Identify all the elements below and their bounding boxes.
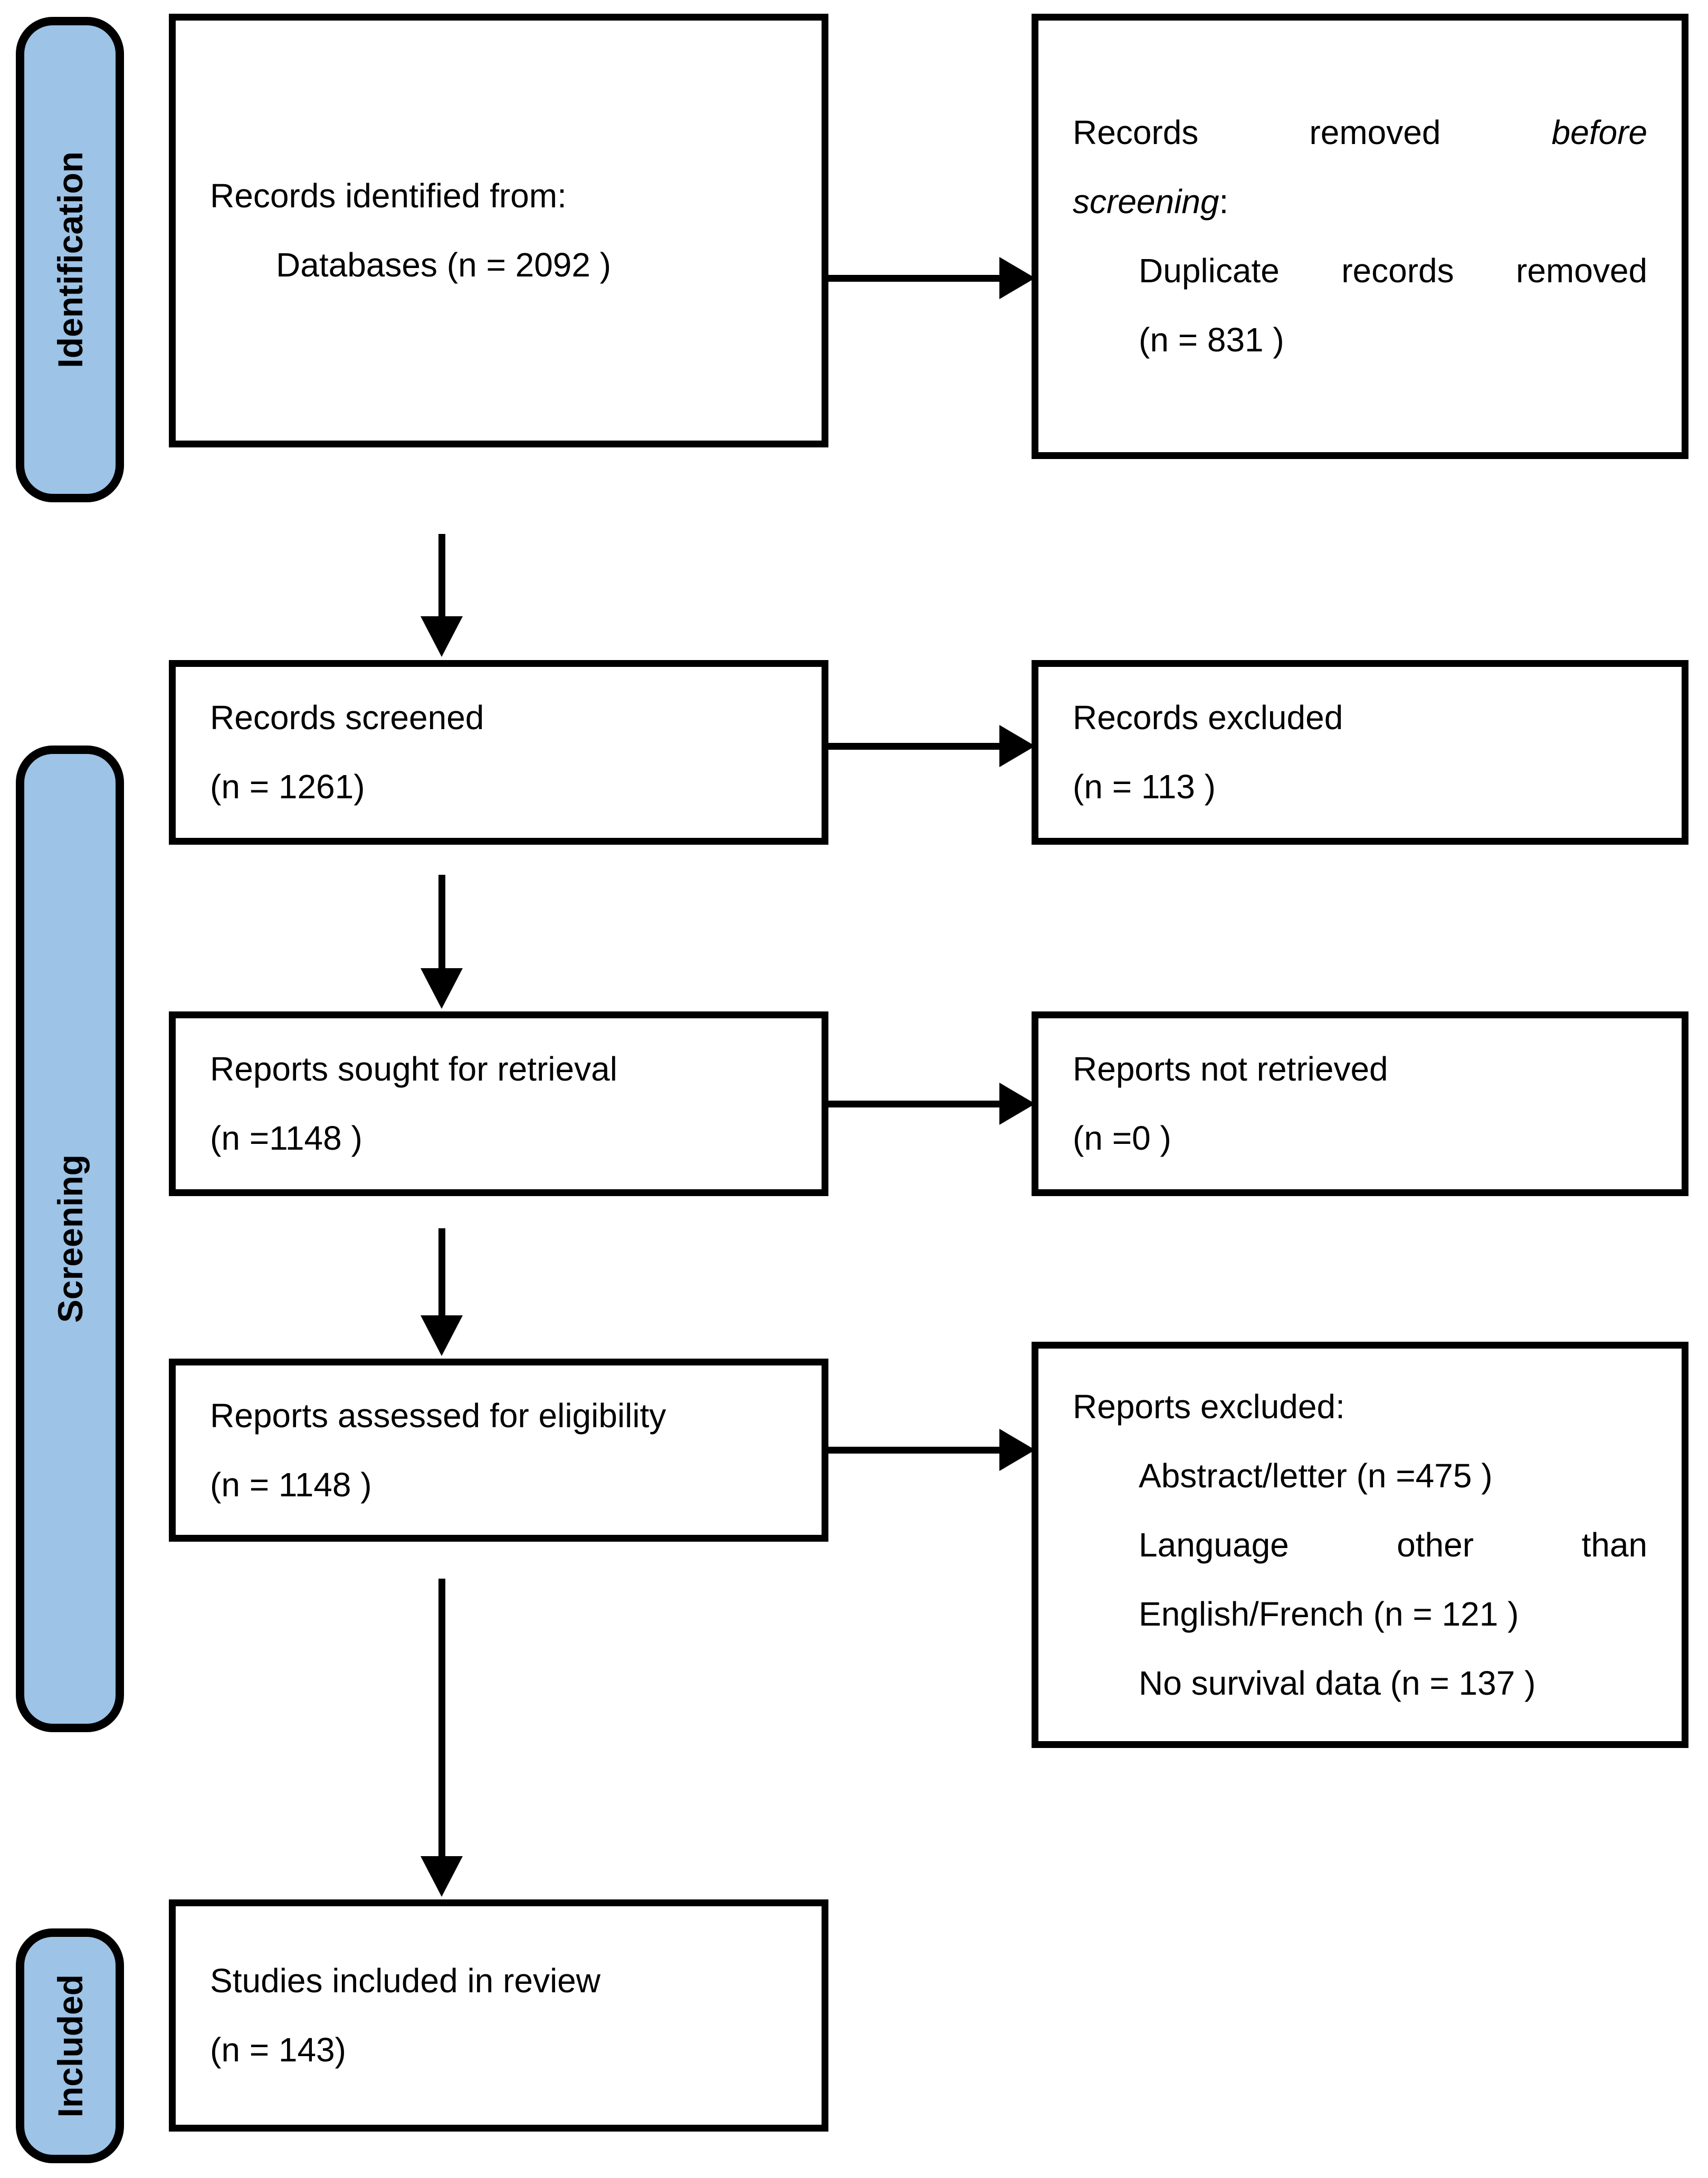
records-removed-count: (n = 831 )	[1139, 321, 1284, 359]
box-reports-assessed: Reports assessed for eligibility (n = 11…	[169, 1359, 828, 1542]
arrow-screened-to-sought	[438, 875, 445, 968]
records-removed-line1-italic: before	[1551, 113, 1647, 151]
arrow-identified-to-removed	[828, 275, 999, 282]
records-identified-title: Records identified from:	[210, 177, 567, 215]
records-identified-detail: Databases (n = 2092 )	[276, 246, 612, 284]
arrowhead-right-icon	[999, 725, 1035, 767]
box-records-identified: Records identified from: Databases (n = …	[169, 14, 828, 447]
reports-excluded-reason-language-line1: Language other than	[1139, 1525, 1647, 1564]
arrowhead-down-icon	[421, 1856, 463, 1897]
records-removed-line2: screening:	[1073, 167, 1647, 236]
reports-excluded-reason-abstract: Abstract/letter (n =475 )	[1139, 1456, 1493, 1495]
arrow-assessed-to-reports-excluded	[828, 1447, 999, 1454]
box-reports-excluded: Reports excluded: Abstract/letter (n =47…	[1032, 1342, 1688, 1748]
arrowhead-down-icon	[421, 1315, 463, 1356]
reports-not-retrieved-count: (n =0 )	[1073, 1119, 1171, 1157]
stage-label-identification: Identification	[16, 17, 124, 502]
box-reports-sought: Reports sought for retrieval (n =1148 )	[169, 1011, 828, 1196]
records-excluded-title: Records excluded	[1073, 699, 1343, 737]
box-records-removed-before-screening: Records removed before screening: Duplic…	[1032, 14, 1688, 459]
records-screened-count: (n = 1261)	[210, 768, 365, 806]
records-screened-title: Records screened	[210, 699, 484, 737]
records-removed-reason: Duplicate records removed	[1139, 252, 1647, 290]
box-records-screened: Records screened (n = 1261)	[169, 660, 828, 845]
stage-label-included-text: Included	[50, 1974, 90, 2118]
reports-sought-count: (n =1148 )	[210, 1119, 362, 1157]
records-removed-line1-regular: Records removed	[1073, 113, 1441, 151]
reports-excluded-reason-no-survival: No survival data (n = 137 )	[1139, 1664, 1536, 1702]
reports-sought-title: Reports sought for retrieval	[210, 1050, 617, 1088]
arrow-screened-to-excluded	[828, 743, 999, 750]
records-removed-line2-colon: :	[1219, 183, 1229, 221]
records-removed-line1: Records removed before	[1073, 98, 1647, 167]
records-excluded-count: (n = 113 )	[1073, 768, 1216, 806]
reports-not-retrieved-title: Reports not retrieved	[1073, 1050, 1388, 1088]
arrowhead-right-icon	[999, 257, 1035, 299]
box-records-excluded: Records excluded (n = 113 )	[1032, 660, 1688, 845]
arrowhead-down-icon	[421, 616, 463, 657]
stage-label-screening: Screening	[16, 746, 124, 1732]
box-reports-not-retrieved: Reports not retrieved (n =0 )	[1032, 1011, 1688, 1196]
arrow-identified-to-screened	[438, 534, 445, 616]
stage-label-included: Included	[16, 1928, 124, 2163]
arrow-assessed-to-included	[438, 1579, 445, 1856]
reports-excluded-reason-language-line2: English/French (n = 121 )	[1139, 1594, 1519, 1633]
box-studies-included: Studies included in review (n = 143)	[169, 1899, 828, 2132]
reports-assessed-count: (n = 1148 )	[210, 1465, 372, 1504]
arrow-sought-to-assessed	[438, 1228, 445, 1315]
arrowhead-down-icon	[421, 968, 463, 1009]
records-removed-line2-italic: screening	[1073, 183, 1219, 221]
reports-assessed-title: Reports assessed for eligibility	[210, 1396, 666, 1435]
studies-included-count: (n = 143)	[210, 2031, 346, 2069]
stage-label-identification-text: Identification	[50, 151, 90, 368]
arrowhead-right-icon	[999, 1429, 1035, 1471]
reports-excluded-title: Reports excluded:	[1073, 1387, 1345, 1426]
stage-label-screening-text: Screening	[50, 1154, 90, 1323]
arrowhead-right-icon	[999, 1083, 1035, 1125]
studies-included-title: Studies included in review	[210, 1962, 600, 2000]
arrow-sought-to-not-retrieved	[828, 1101, 999, 1107]
